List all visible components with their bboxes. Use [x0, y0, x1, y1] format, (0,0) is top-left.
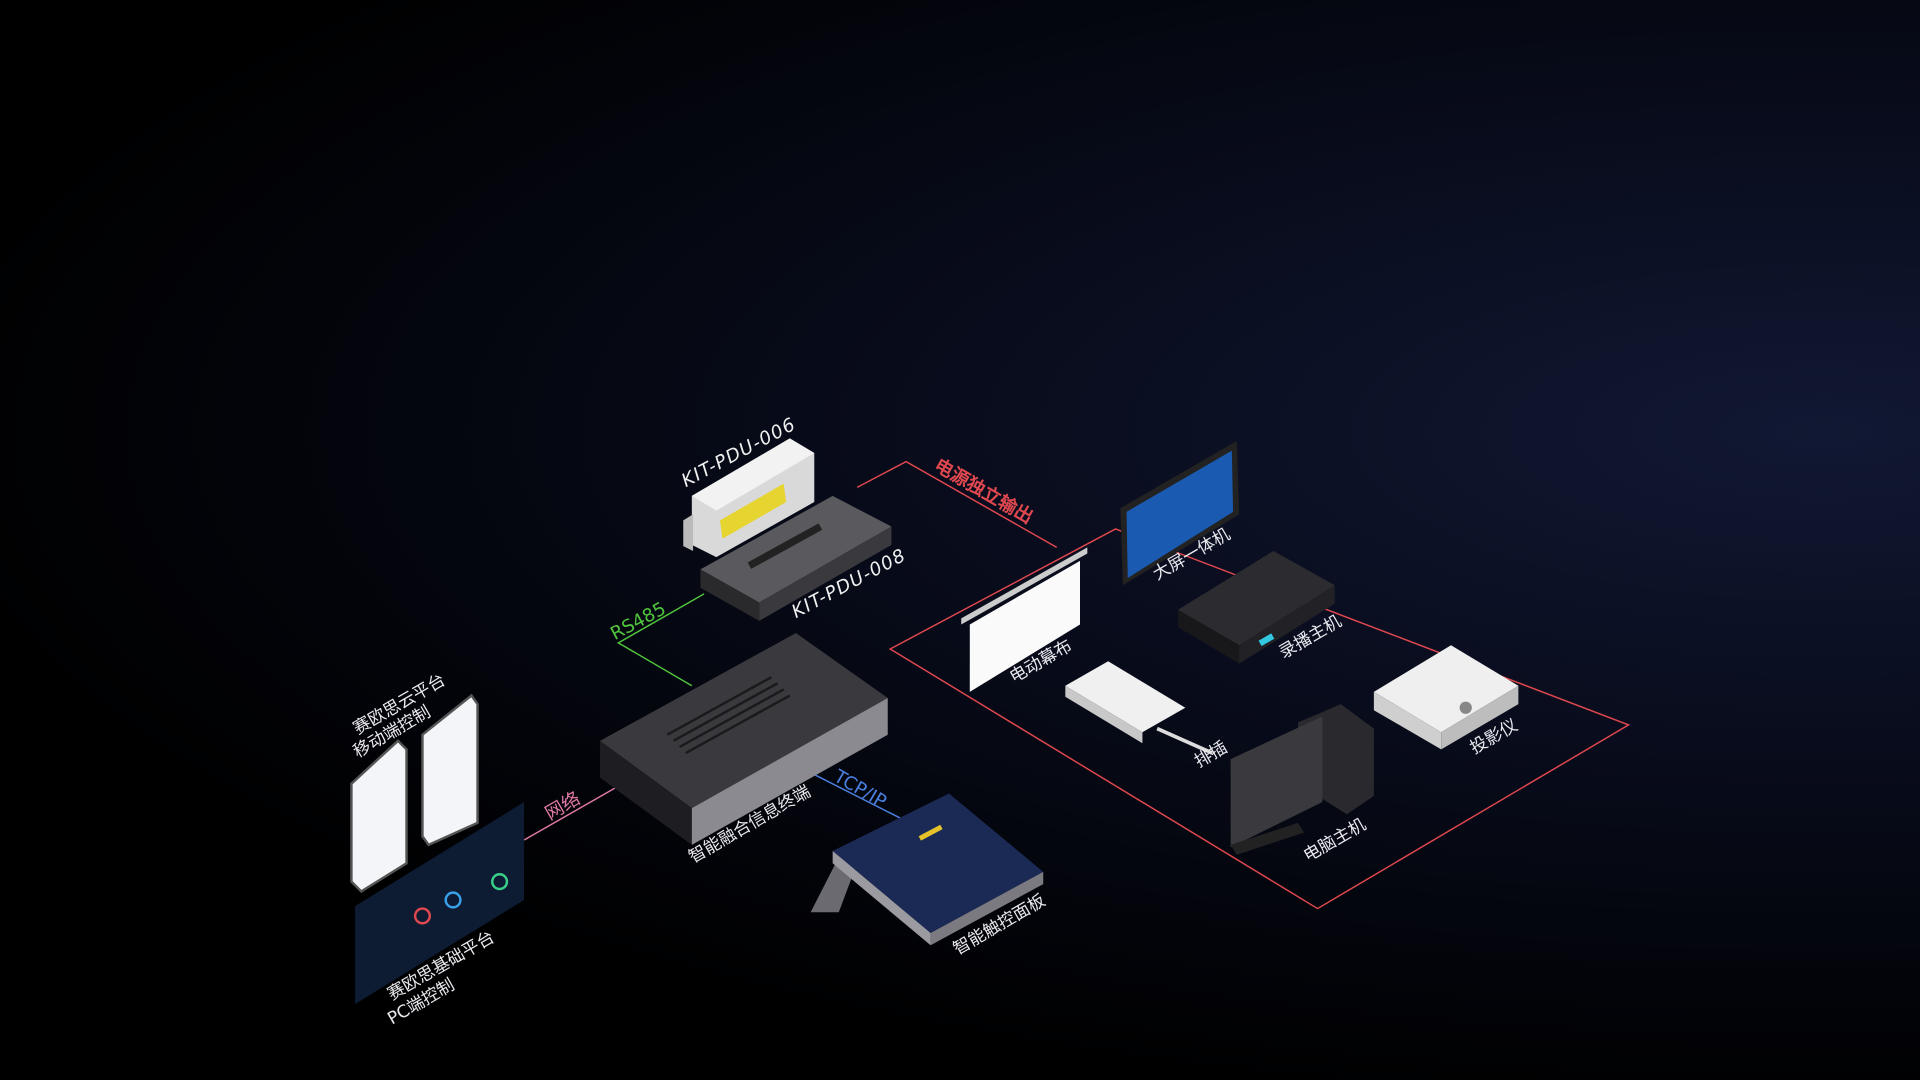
power-zone-outline [888, 528, 1631, 910]
power-output-line [856, 460, 1058, 548]
rs485-label: RS485 [607, 598, 669, 644]
pc-dashboard [355, 802, 525, 1005]
all-in-one-display [1120, 440, 1240, 586]
fusion-terminal-device [600, 633, 888, 845]
network-line [523, 780, 628, 841]
power-strip-label: 排插 [1191, 738, 1231, 772]
pdu-008-device [700, 495, 892, 621]
pdu-006-device [683, 438, 815, 558]
motorized-screen [961, 547, 1088, 692]
mobile-phones [350, 693, 479, 893]
pc-label: 电脑主机 [1300, 815, 1369, 867]
pc-device [1230, 704, 1374, 855]
power-strip [1065, 661, 1213, 755]
tcpip-line [807, 770, 901, 819]
network-label: 网络 [542, 788, 584, 825]
power-output-label: 电源独立输出 [931, 454, 1037, 528]
recorder-device [1177, 551, 1335, 664]
tcpip-label: TCP/IP [829, 766, 889, 813]
rs485-line [616, 593, 705, 687]
touch-panel-device [810, 793, 1044, 946]
projector-device [1373, 645, 1519, 750]
